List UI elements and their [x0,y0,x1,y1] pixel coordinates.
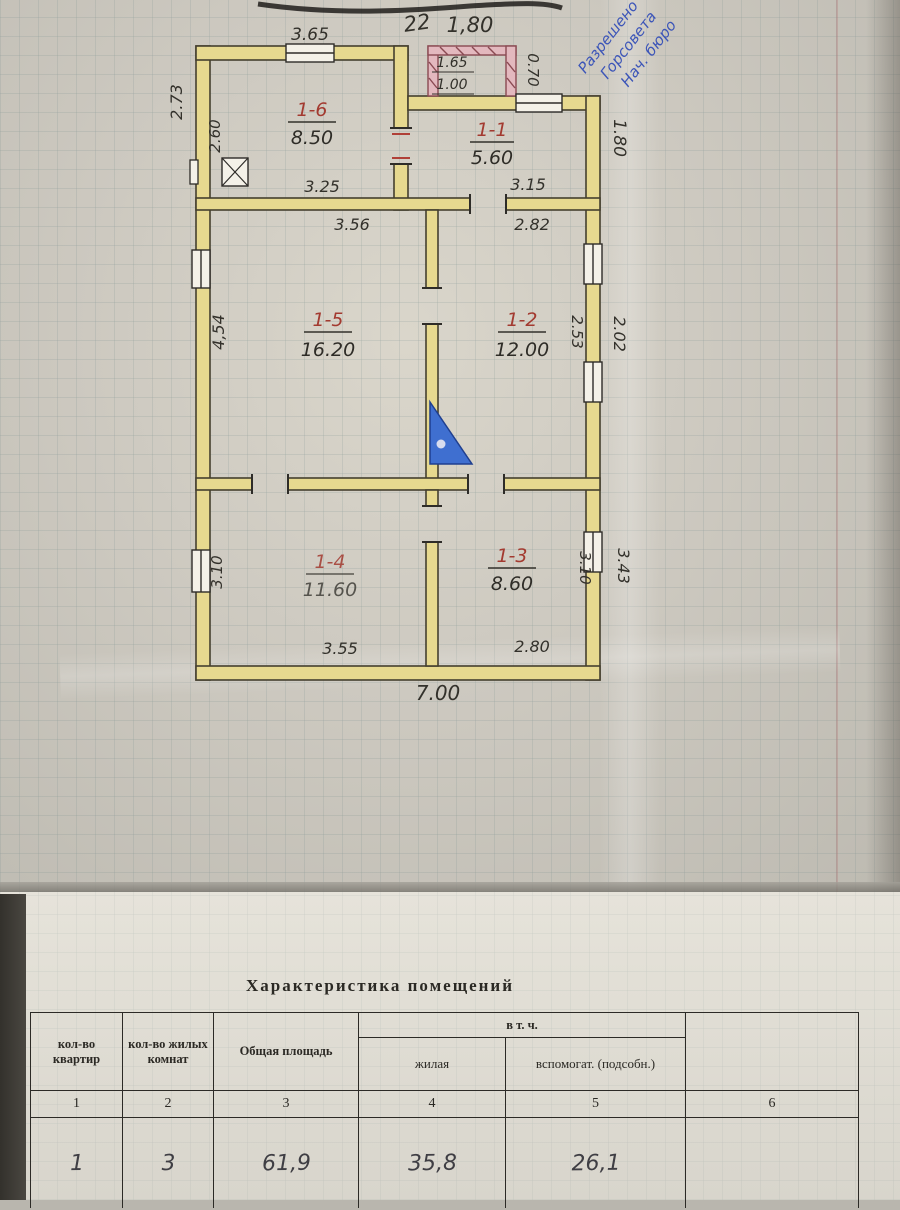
value-living-area: 35,8 [357,1116,507,1210]
wall-bottom [195,665,601,681]
room-area: 5.60 [471,147,513,169]
dim-room3-bottom: 2.80 [514,637,550,656]
room-number: 1-4 [314,551,345,573]
header-apartments: кол-во квартир [30,1012,123,1091]
value-apartments: 1 [29,1116,124,1209]
dim-total-width: 7.00 [416,681,461,705]
wall-room5-room2-upper [425,209,439,289]
walls [195,45,601,681]
header-living: жилая [358,1037,506,1091]
dim-room6-bottom: 3.25 [304,177,340,196]
dim-room1-bottom: 3.15 [510,175,546,194]
wall-room4-room3-lower [425,541,439,667]
dimension-labels: 3.65 22 1,80 1.65 1.00 0.70 2.73 2.60 3.… [167,9,633,705]
windows [191,43,603,593]
wall-room4-room3-upper [425,489,439,507]
sheet-junction-shadow [0,882,900,894]
value-living-rooms: 3 [121,1116,215,1209]
stove-blue-triangle [429,399,474,465]
value-auxiliary-area: 26,1 [504,1115,687,1210]
room-area: 11.60 [303,579,357,601]
room-area: 8.50 [291,127,333,149]
approval-stamp: Разрешено Горсовета Нач. бюро [574,0,680,90]
header-living-rooms: кол-во жилых комнат [122,1012,214,1091]
characteristics-table: кол-во квартир кол-во жилых комнат Общая… [29,1012,860,1210]
col-number: 6 [685,1090,860,1118]
header-including: в т. ч. [357,1012,687,1038]
value-col6 [684,1115,860,1210]
porch-dim-lines [432,71,474,95]
porch-wall-right [505,45,517,97]
wall-mid-horizontal-b [505,197,601,211]
wall-lower-horizontal-c [503,477,601,491]
margin-line [836,0,838,892]
room-area: 12.00 [495,339,549,361]
room-number: 1-2 [506,309,537,331]
wall-room6-room1-upper [393,45,409,129]
col-number: 1 [30,1090,123,1118]
dim-room2-right: 2.53 [568,315,586,348]
header-auxiliary: вспомогат. (подсобн.) [504,1037,687,1091]
col-number: 5 [504,1090,687,1118]
dim-room4-left: 3.10 [208,555,226,588]
room-area: 8.60 [491,573,533,595]
table-title: Характеристика помещений [245,976,515,995]
dim-porch-width: 1,80 [447,13,494,37]
red-door-marks [392,133,410,159]
dim-right-bottom: 3.43 [614,548,633,584]
wall-lower-horizontal-b [287,477,469,491]
value-total-area: 61,9 [212,1116,360,1210]
dim-room3-right: 3.10 [576,551,594,584]
scan-edge-dark-strip [0,894,26,1200]
dim-room6-left: 2.60 [206,119,224,152]
room-area: 16.20 [301,339,355,361]
dim-porch-a: 1.65 [436,55,467,71]
room-number: 1-1 [476,119,507,141]
room-number: 1-5 [312,309,343,331]
wall-mid-horizontal-a [195,197,471,211]
col-number: 2 [122,1090,214,1118]
dim-room2-top: 2.82 [514,215,550,234]
col-number: 4 [358,1090,506,1118]
dim-right-mid: 2.02 [610,316,629,352]
dim-porch-side: 0.70 [524,53,542,86]
header-col6 [685,1012,860,1091]
header-total-area: Общая площадь [213,1012,359,1091]
stove-room6 [189,157,249,187]
wall-top-right [407,95,601,111]
dim-right-top: 1.80 [609,119,629,157]
wall-lower-horizontal-a [195,477,253,491]
dim-room4-bottom: 3.55 [322,639,358,658]
dim-scribble: 22 [402,9,432,36]
dim-top-width: 3.65 [291,25,329,45]
dim-left-mid: 4,54 [209,314,228,350]
dim-porch-b: 1.00 [436,77,467,93]
porch-walls [427,45,517,97]
scan-artifact-line [257,1,563,14]
col-number: 3 [213,1090,359,1118]
door-openings [251,127,507,543]
room-labels: 1-6 8.50 1-1 5.60 1-5 16.20 1-2 12.00 1-… [288,99,549,601]
right-edge-shadow [866,0,900,892]
room-number: 1-6 [296,99,327,121]
dim-room5-top: 3.56 [334,215,370,234]
dim-left-top: 2.73 [167,84,186,120]
room-number: 1-3 [496,545,527,567]
